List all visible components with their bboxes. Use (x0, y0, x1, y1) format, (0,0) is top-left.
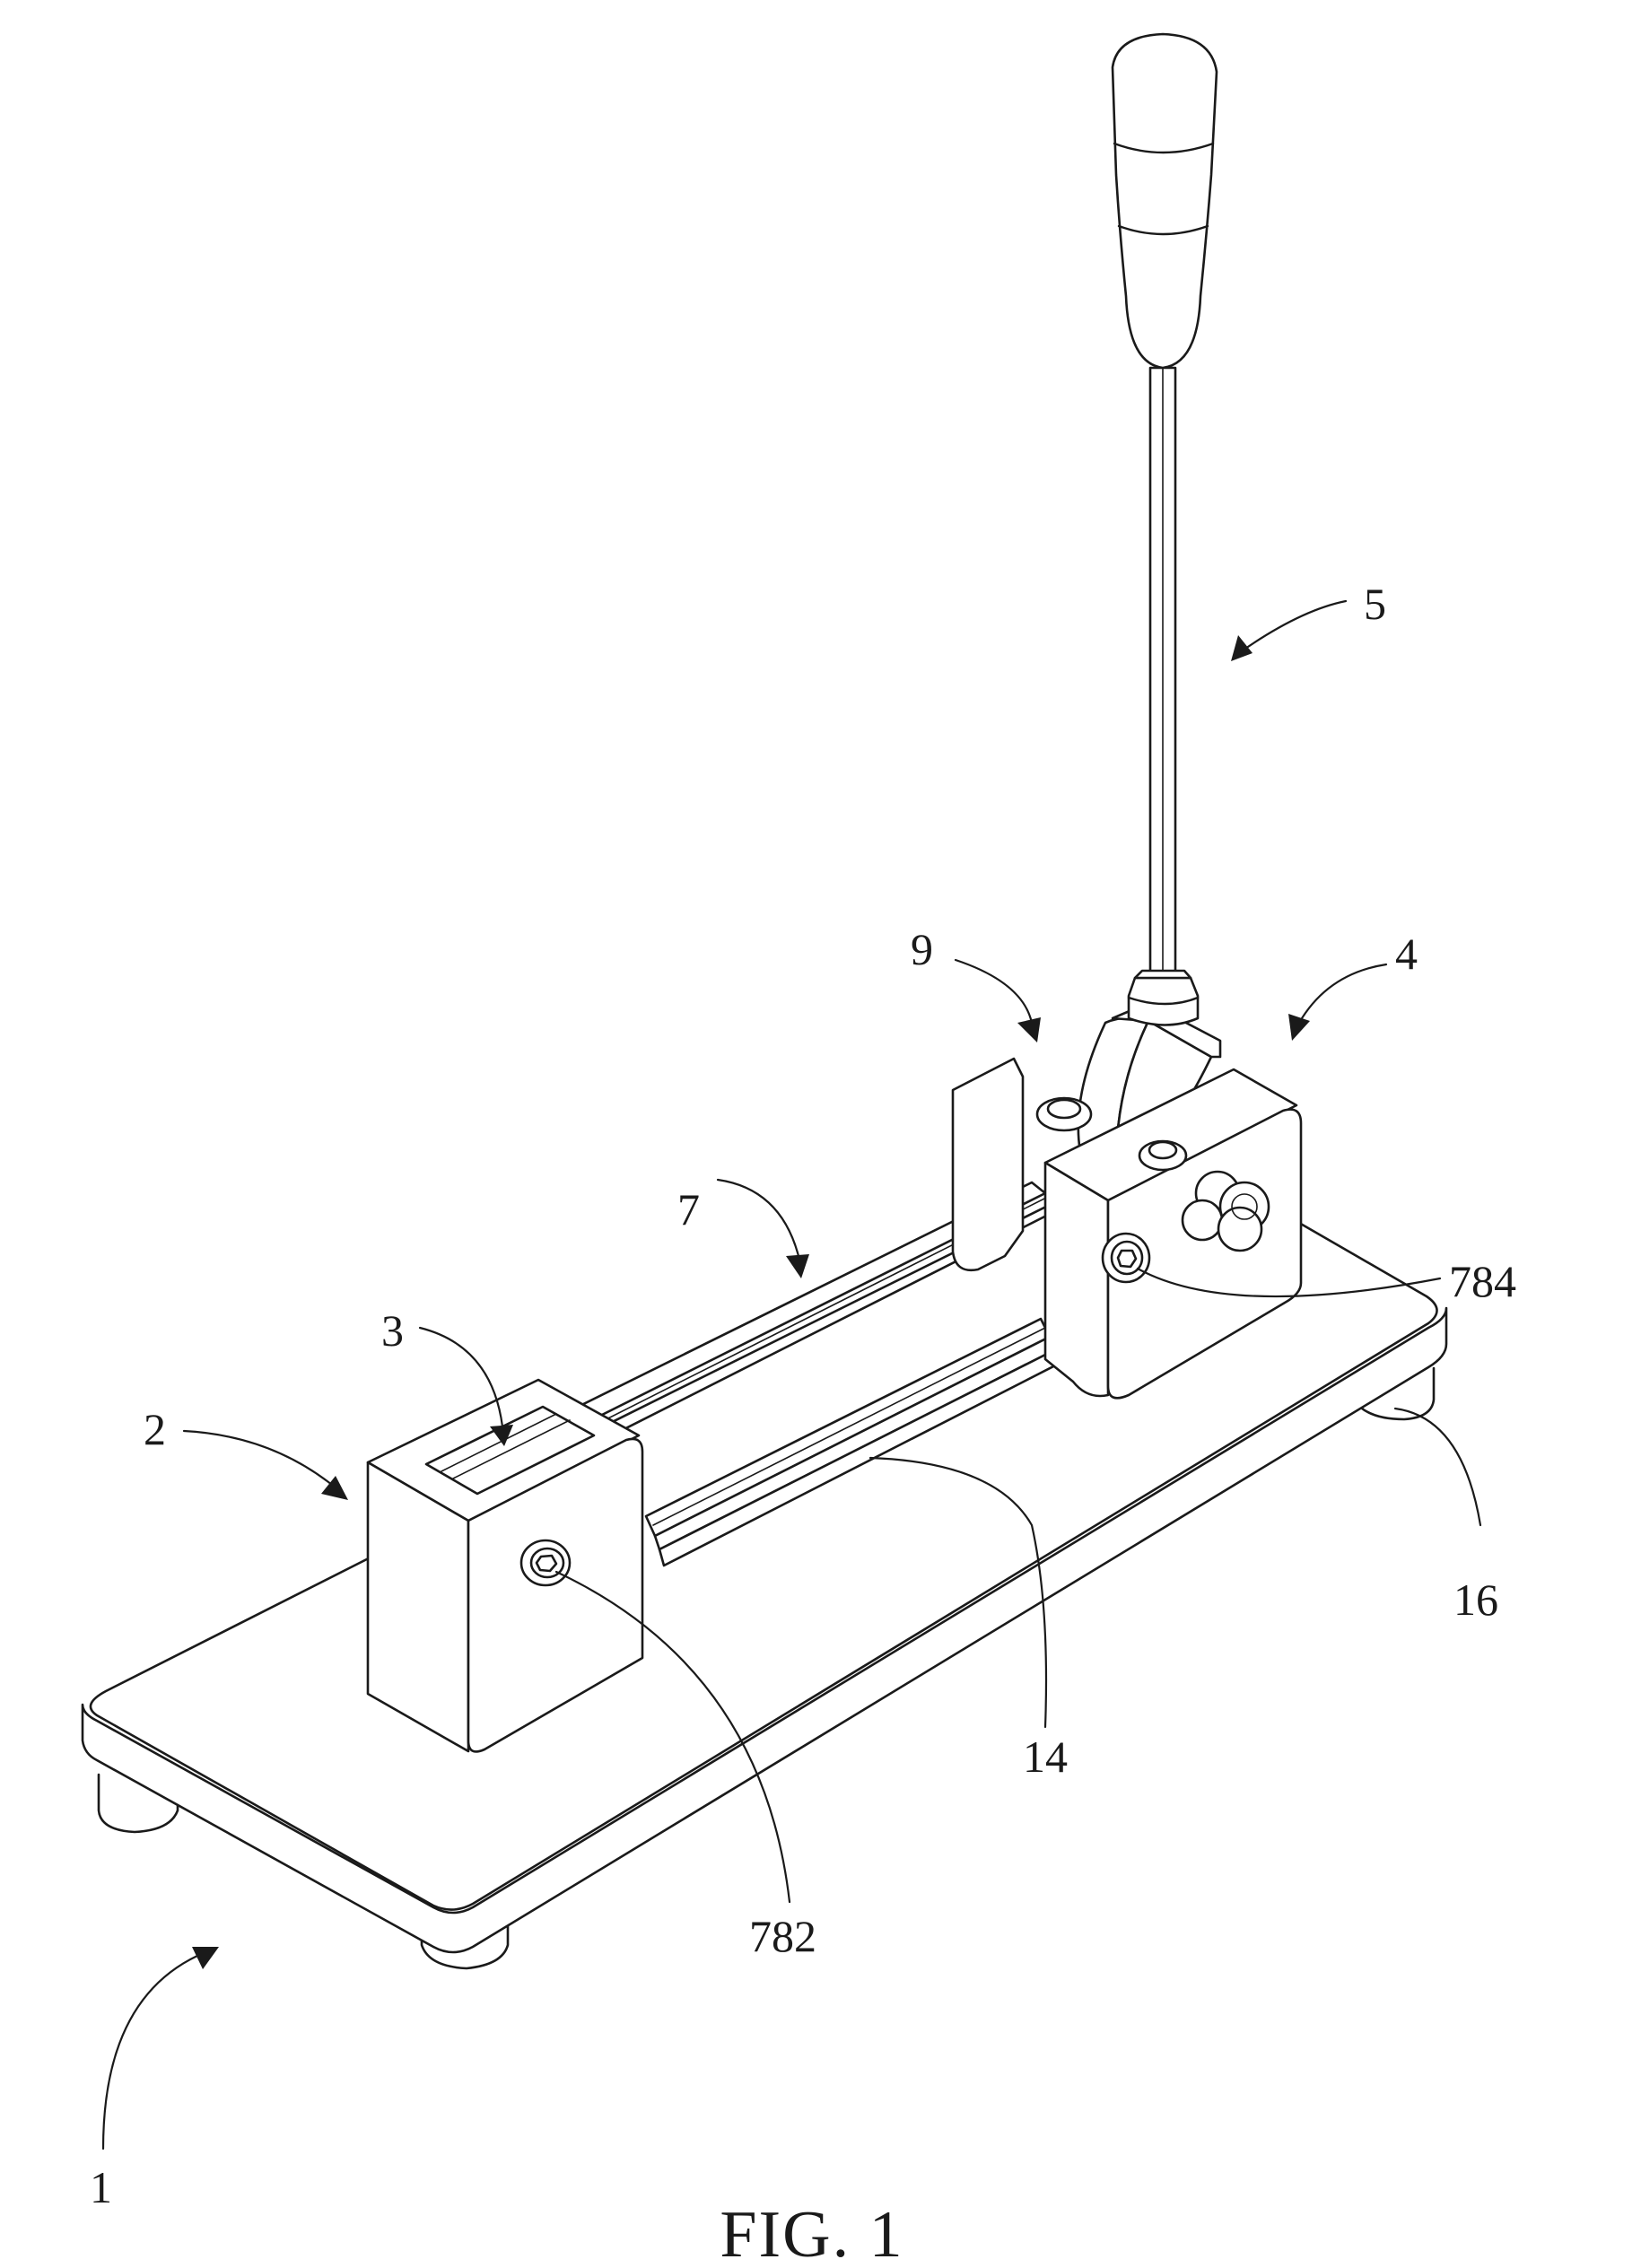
rear-block-front (1045, 1163, 1108, 1396)
label-4: 4 (1395, 929, 1418, 979)
handle-grip (1113, 34, 1217, 368)
nut-top-rear (1139, 1141, 1186, 1170)
label-5: 5 (1364, 579, 1386, 629)
handle (1113, 34, 1217, 1025)
label-9: 9 (911, 924, 933, 974)
label-784: 784 (1449, 1256, 1516, 1306)
label-2: 2 (144, 1404, 166, 1454)
figure-caption: FIG. 1 (720, 2198, 903, 2268)
label-14: 14 (1023, 1732, 1068, 1782)
label-7: 7 (677, 1184, 700, 1234)
nut-9 (1037, 1098, 1091, 1130)
screw-782 (521, 1540, 570, 1585)
label-3: 3 (381, 1305, 404, 1356)
screw-784 (1103, 1234, 1149, 1282)
label-16: 16 (1453, 1575, 1498, 1625)
rear-back-plate (953, 1059, 1023, 1270)
label-782: 782 (749, 1911, 816, 1961)
label-1: 1 (90, 2162, 112, 2212)
